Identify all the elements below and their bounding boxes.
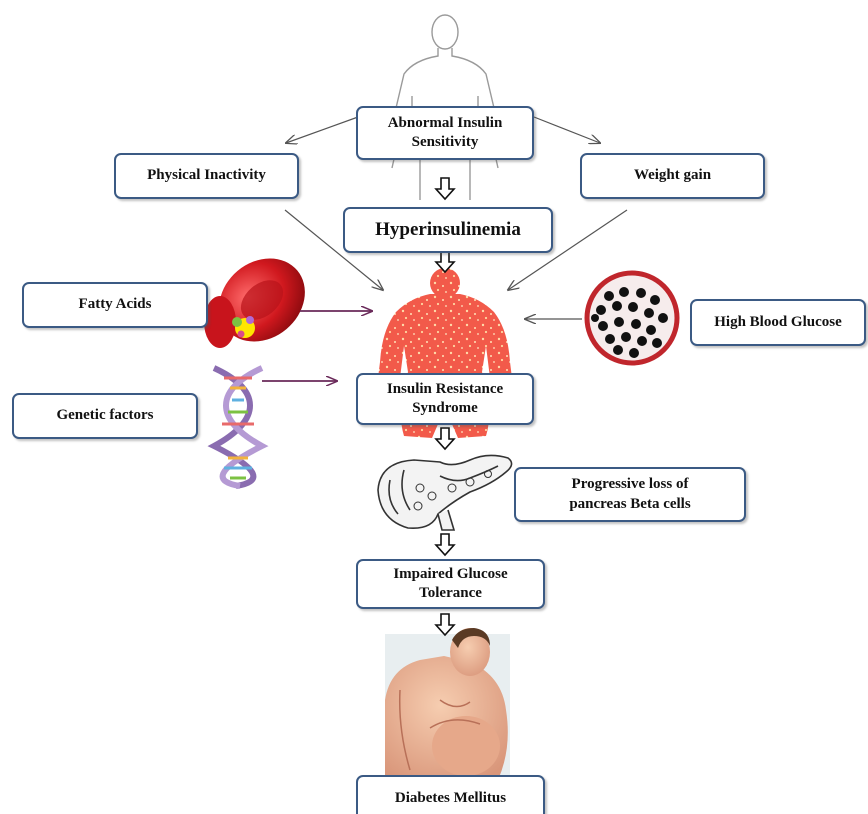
fatty-acids-box: Fatty Acids [22, 282, 208, 328]
diabetes-mellitus-box: Diabetes Mellitus [356, 775, 545, 814]
blood-glucose-vessel-icon [587, 273, 677, 363]
obese-man-illustration [385, 628, 510, 780]
insulin-resistance-syndrome-box: Insulin Resistance Syndrome [356, 373, 534, 425]
genetic-factors-box: Genetic factors [12, 393, 198, 439]
high-blood-glucose-box: High Blood Glucose [690, 299, 866, 346]
impaired-glucose-tolerance-box: Impaired Glucose Tolerance [356, 559, 545, 609]
hyperinsulinemia-box: Hyperinsulinemia [343, 207, 553, 253]
weight-gain-box: Weight gain [580, 153, 765, 199]
dna-helix-icon [214, 368, 262, 486]
physical-inactivity-box: Physical Inactivity [114, 153, 299, 199]
red-blood-cell-icon [202, 241, 321, 358]
beta-cells-loss-box: Progressive loss of pancreas Beta cells [514, 467, 746, 522]
abnormal-insulin-sensitivity-box: Abnormal Insulin Sensitivity [356, 106, 534, 160]
pancreas-icon [378, 455, 512, 530]
